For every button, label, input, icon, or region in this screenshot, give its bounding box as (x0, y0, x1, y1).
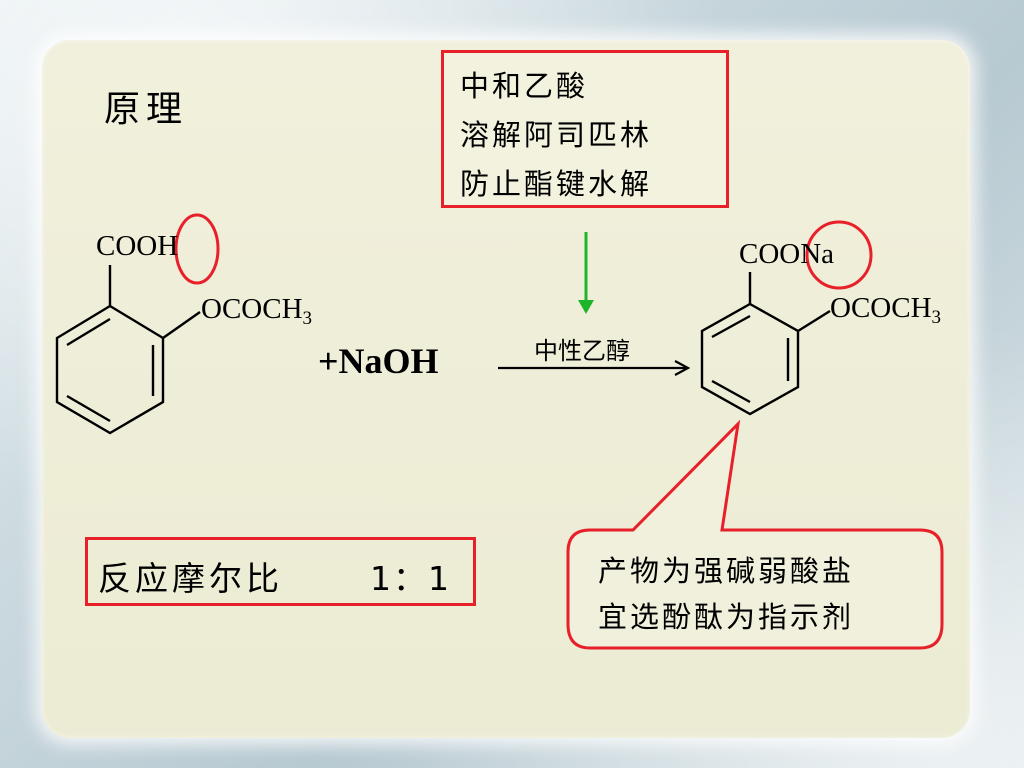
molar-ratio-value: 1：1 (370, 559, 451, 598)
molar-ratio-box: 反应摩尔比 1：1 (85, 537, 476, 606)
reactant-benzene-ring (55, 265, 201, 435)
reaction-condition: 中性乙醇 (534, 337, 630, 365)
callout-line-2: 宜选酚酞为指示剂 (598, 600, 855, 634)
product-ester-label: OCOCH3 (830, 292, 942, 328)
product-benzene-ring (700, 272, 831, 416)
note-line-1: 中和乙酸 (460, 69, 589, 103)
reaction-arrow (498, 360, 691, 376)
green-arrow (578, 232, 594, 314)
note-line-3: 防止酯键水解 (460, 167, 653, 201)
reactant-h-highlight-circle (174, 213, 220, 285)
reactant-cooh-label: COOH (96, 230, 179, 262)
reactant-ester-label: OCOCH3 (201, 293, 313, 329)
callout-line-1: 产物为强碱弱酸盐 (598, 554, 855, 588)
product-coona-label: COONa (739, 238, 835, 270)
page-title: 原理 (104, 89, 189, 130)
naoh-reagent: +NaOH (318, 341, 439, 381)
note-box: 中和乙酸 溶解阿司匹林 防止酯键水解 (441, 50, 729, 208)
molar-ratio-label: 反应摩尔比 (98, 559, 283, 598)
callout-bubble (566, 419, 944, 650)
product-na-highlight-circle (805, 220, 873, 290)
note-line-2: 溶解阿司匹林 (460, 118, 653, 152)
